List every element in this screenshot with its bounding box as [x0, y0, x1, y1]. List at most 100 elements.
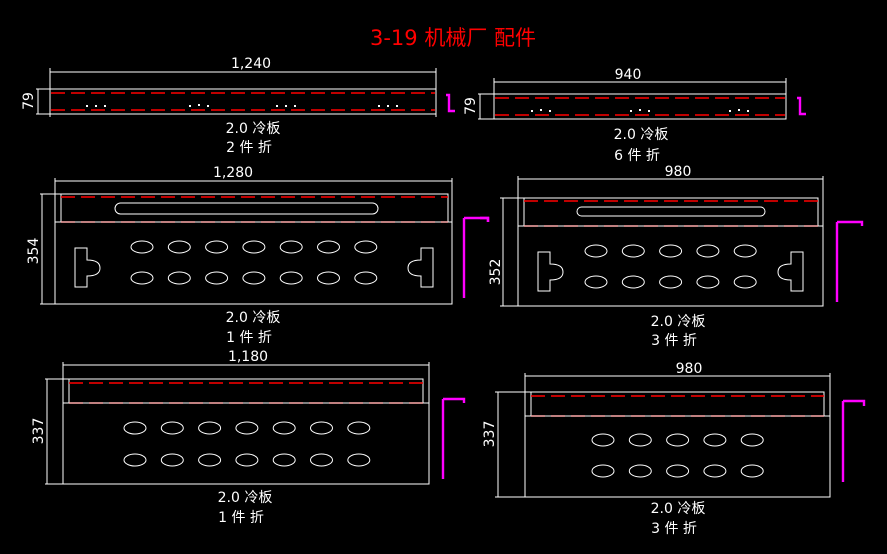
strip-outline [493, 93, 787, 120]
oval-hole [242, 240, 266, 254]
oval-hole [666, 464, 690, 478]
bend-profile-icon [797, 96, 806, 116]
oval-hole [235, 421, 259, 435]
oval-hole [740, 464, 764, 478]
oval-hole [591, 433, 615, 447]
part-strip-940: 940 79 2.0 冷板 6 件 折 [463, 67, 806, 164]
handle-cutout-left [537, 251, 564, 292]
part-panel-1180: 1,180 337 2.0 冷板 1 件 折 [31, 349, 466, 526]
slot-cutout [114, 202, 379, 215]
oval-hole [584, 244, 608, 258]
drawing-title: 3-19 机械厂 配件 [370, 26, 536, 50]
hole-grid [584, 244, 757, 289]
oval-hole [123, 421, 147, 435]
material-label: 2.0 冷板 [226, 310, 281, 326]
oval-hole [354, 240, 378, 254]
bend-profile-icon [446, 93, 455, 113]
oval-hole [733, 244, 757, 258]
height-dimension-label: 337 [31, 418, 47, 445]
handle-cutout-right [407, 247, 434, 288]
oval-hole [310, 453, 333, 467]
oval-hole [621, 275, 645, 289]
oval-hole [354, 271, 378, 285]
oval-hole [198, 453, 222, 467]
oval-hole [317, 271, 340, 285]
flange-outline [523, 197, 819, 226]
oval-hole [310, 421, 333, 435]
width-dimension-label: 980 [676, 361, 703, 377]
oval-hole [703, 433, 727, 447]
material-label: 2.0 冷板 [651, 314, 706, 330]
oval-hole [167, 271, 191, 285]
oval-hole [279, 271, 303, 285]
part-panel-980b: 980 337 2.0 冷板 3 件 折 [482, 361, 866, 537]
oval-hole [740, 433, 764, 447]
oval-hole [160, 421, 184, 435]
height-dimension-label: 337 [482, 421, 498, 448]
oval-hole [130, 240, 154, 254]
quantity-label: 6 件 折 [614, 148, 660, 164]
oval-hole [628, 433, 652, 447]
width-dimension-label: 1,280 [213, 165, 253, 181]
quantity-label: 1 件 折 [218, 510, 264, 526]
oval-hole [235, 453, 259, 467]
slot-cutout [576, 206, 766, 217]
oval-hole [272, 421, 296, 435]
part-panel-980a: 980 352 2.0 冷板 3 件 折 [480, 164, 864, 349]
oval-hole [272, 453, 296, 467]
oval-hole [317, 240, 340, 254]
hole-dots [531, 109, 749, 112]
bend-profile-icon [841, 399, 866, 482]
material-label: 2.0 冷板 [218, 490, 273, 506]
oval-hole [591, 464, 615, 478]
flange-outline [68, 378, 424, 403]
hole-grid [130, 240, 378, 285]
handle-cutout-left [74, 247, 101, 288]
oval-hole [167, 240, 191, 254]
oval-hole [205, 271, 229, 285]
panel-outline [54, 221, 453, 305]
hole-grid [123, 421, 371, 467]
flange-outline [530, 391, 825, 416]
oval-hole [198, 421, 222, 435]
oval-hole [584, 275, 608, 289]
bend-profile-fragment [480, 216, 490, 222]
material-label: 2.0 冷板 [226, 121, 281, 137]
bend-profile-icon [835, 220, 864, 302]
oval-hole [696, 275, 720, 289]
oval-hole [703, 464, 727, 478]
oval-hole [160, 453, 184, 467]
oval-hole [279, 240, 303, 254]
oval-hole [659, 275, 683, 289]
width-dimension-label: 1,240 [231, 56, 271, 72]
panel-outline [524, 415, 831, 498]
height-dimension-label: 79 [463, 97, 479, 115]
material-label: 2.0 冷板 [614, 127, 669, 143]
part-strip-1240: 1,240 79 2.0 冷板 2 件 折 [21, 56, 455, 156]
handle-cutout-right [777, 251, 804, 292]
oval-hole [696, 244, 720, 258]
height-dimension-label: 352 [488, 259, 504, 286]
oval-hole [659, 244, 683, 258]
quantity-label: 1 件 折 [226, 330, 272, 346]
hole-grid [591, 433, 764, 478]
oval-hole [130, 271, 154, 285]
hole-dots [86, 104, 398, 107]
oval-hole [242, 271, 266, 285]
panel-outline [62, 402, 430, 485]
height-dimension-label: 79 [21, 92, 37, 110]
oval-hole [666, 433, 690, 447]
oval-hole [733, 275, 757, 289]
part-panel-1280: 1,280 354 2.0 冷板 1 件 折 [26, 165, 490, 346]
flange-outline [60, 193, 449, 222]
bend-profile-icon [441, 397, 466, 479]
width-dimension-label: 980 [665, 164, 692, 180]
oval-hole [347, 453, 371, 467]
oval-hole [628, 464, 652, 478]
oval-hole [621, 244, 645, 258]
width-dimension-label: 1,180 [228, 349, 268, 365]
height-dimension-label: 354 [26, 238, 42, 265]
width-dimension-label: 940 [615, 67, 642, 83]
oval-hole [123, 453, 147, 467]
